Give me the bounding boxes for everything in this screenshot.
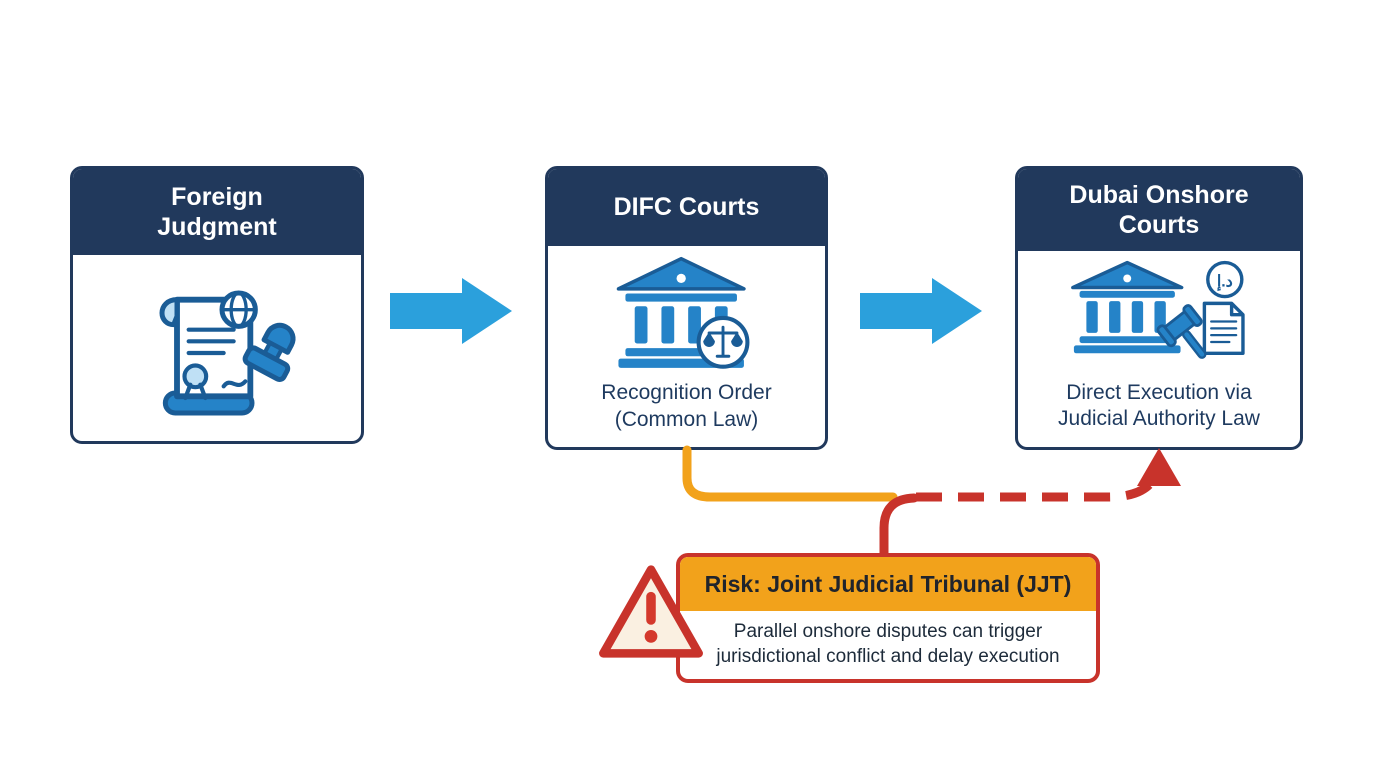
flow-box-foreign-judgment: Foreign Judgment <box>70 166 364 444</box>
risk-callout-header: Risk: Joint Judicial Tribunal (JJT) <box>680 557 1096 611</box>
foreign-judgment-document-stamp-icon <box>159 290 296 416</box>
flow-box-difc-courts: DIFC Courts <box>545 166 828 450</box>
box-subtitle: Direct Execution via Judicial Authority … <box>1058 380 1260 430</box>
box-header: Dubai Onshore Courts <box>1018 169 1300 251</box>
box-title: Foreign Judgment <box>157 182 277 242</box>
flow-box-dubai-onshore-courts: Dubai Onshore Courts د.إ <box>1015 166 1303 450</box>
risk-body-text: Parallel onshore disputes can trigger ju… <box>716 621 1060 667</box>
risk-arrowhead-icon <box>1137 448 1181 486</box>
courthouse-gavel-document-icon: د.إ <box>1071 260 1245 359</box>
risk-callout: Risk: Joint Judicial Tribunal (JJT) Para… <box>676 553 1100 683</box>
risk-title: Risk: Joint Judicial Tribunal (JJT) <box>704 570 1072 597</box>
box-header: DIFC Courts <box>548 169 825 246</box>
flow-arrow-1-icon <box>390 278 512 344</box>
warning-triangle-icon <box>598 563 704 661</box>
risk-callout-body: Parallel onshore disputes can trigger ju… <box>680 611 1096 679</box>
box-subtitle: Recognition Order (Common Law) <box>601 381 772 431</box>
courthouse-scales-icon <box>616 257 749 369</box>
box-body <box>73 255 361 441</box>
box-body: Recognition Order (Common Law) <box>548 246 825 447</box>
box-body: د.إ Direct Execution via Ju <box>1018 251 1300 447</box>
box-header: Foreign Judgment <box>73 169 361 255</box>
box-title: DIFC Courts <box>613 193 760 222</box>
flow-arrow-2-icon <box>860 278 982 344</box>
box-title: Dubai Onshore Courts <box>1069 180 1249 240</box>
risk-connector-red-dashed <box>916 457 1164 502</box>
risk-connector-red-riser <box>879 493 919 565</box>
risk-connector-orange <box>682 445 898 502</box>
dirham-symbol: د.إ <box>1217 273 1233 290</box>
